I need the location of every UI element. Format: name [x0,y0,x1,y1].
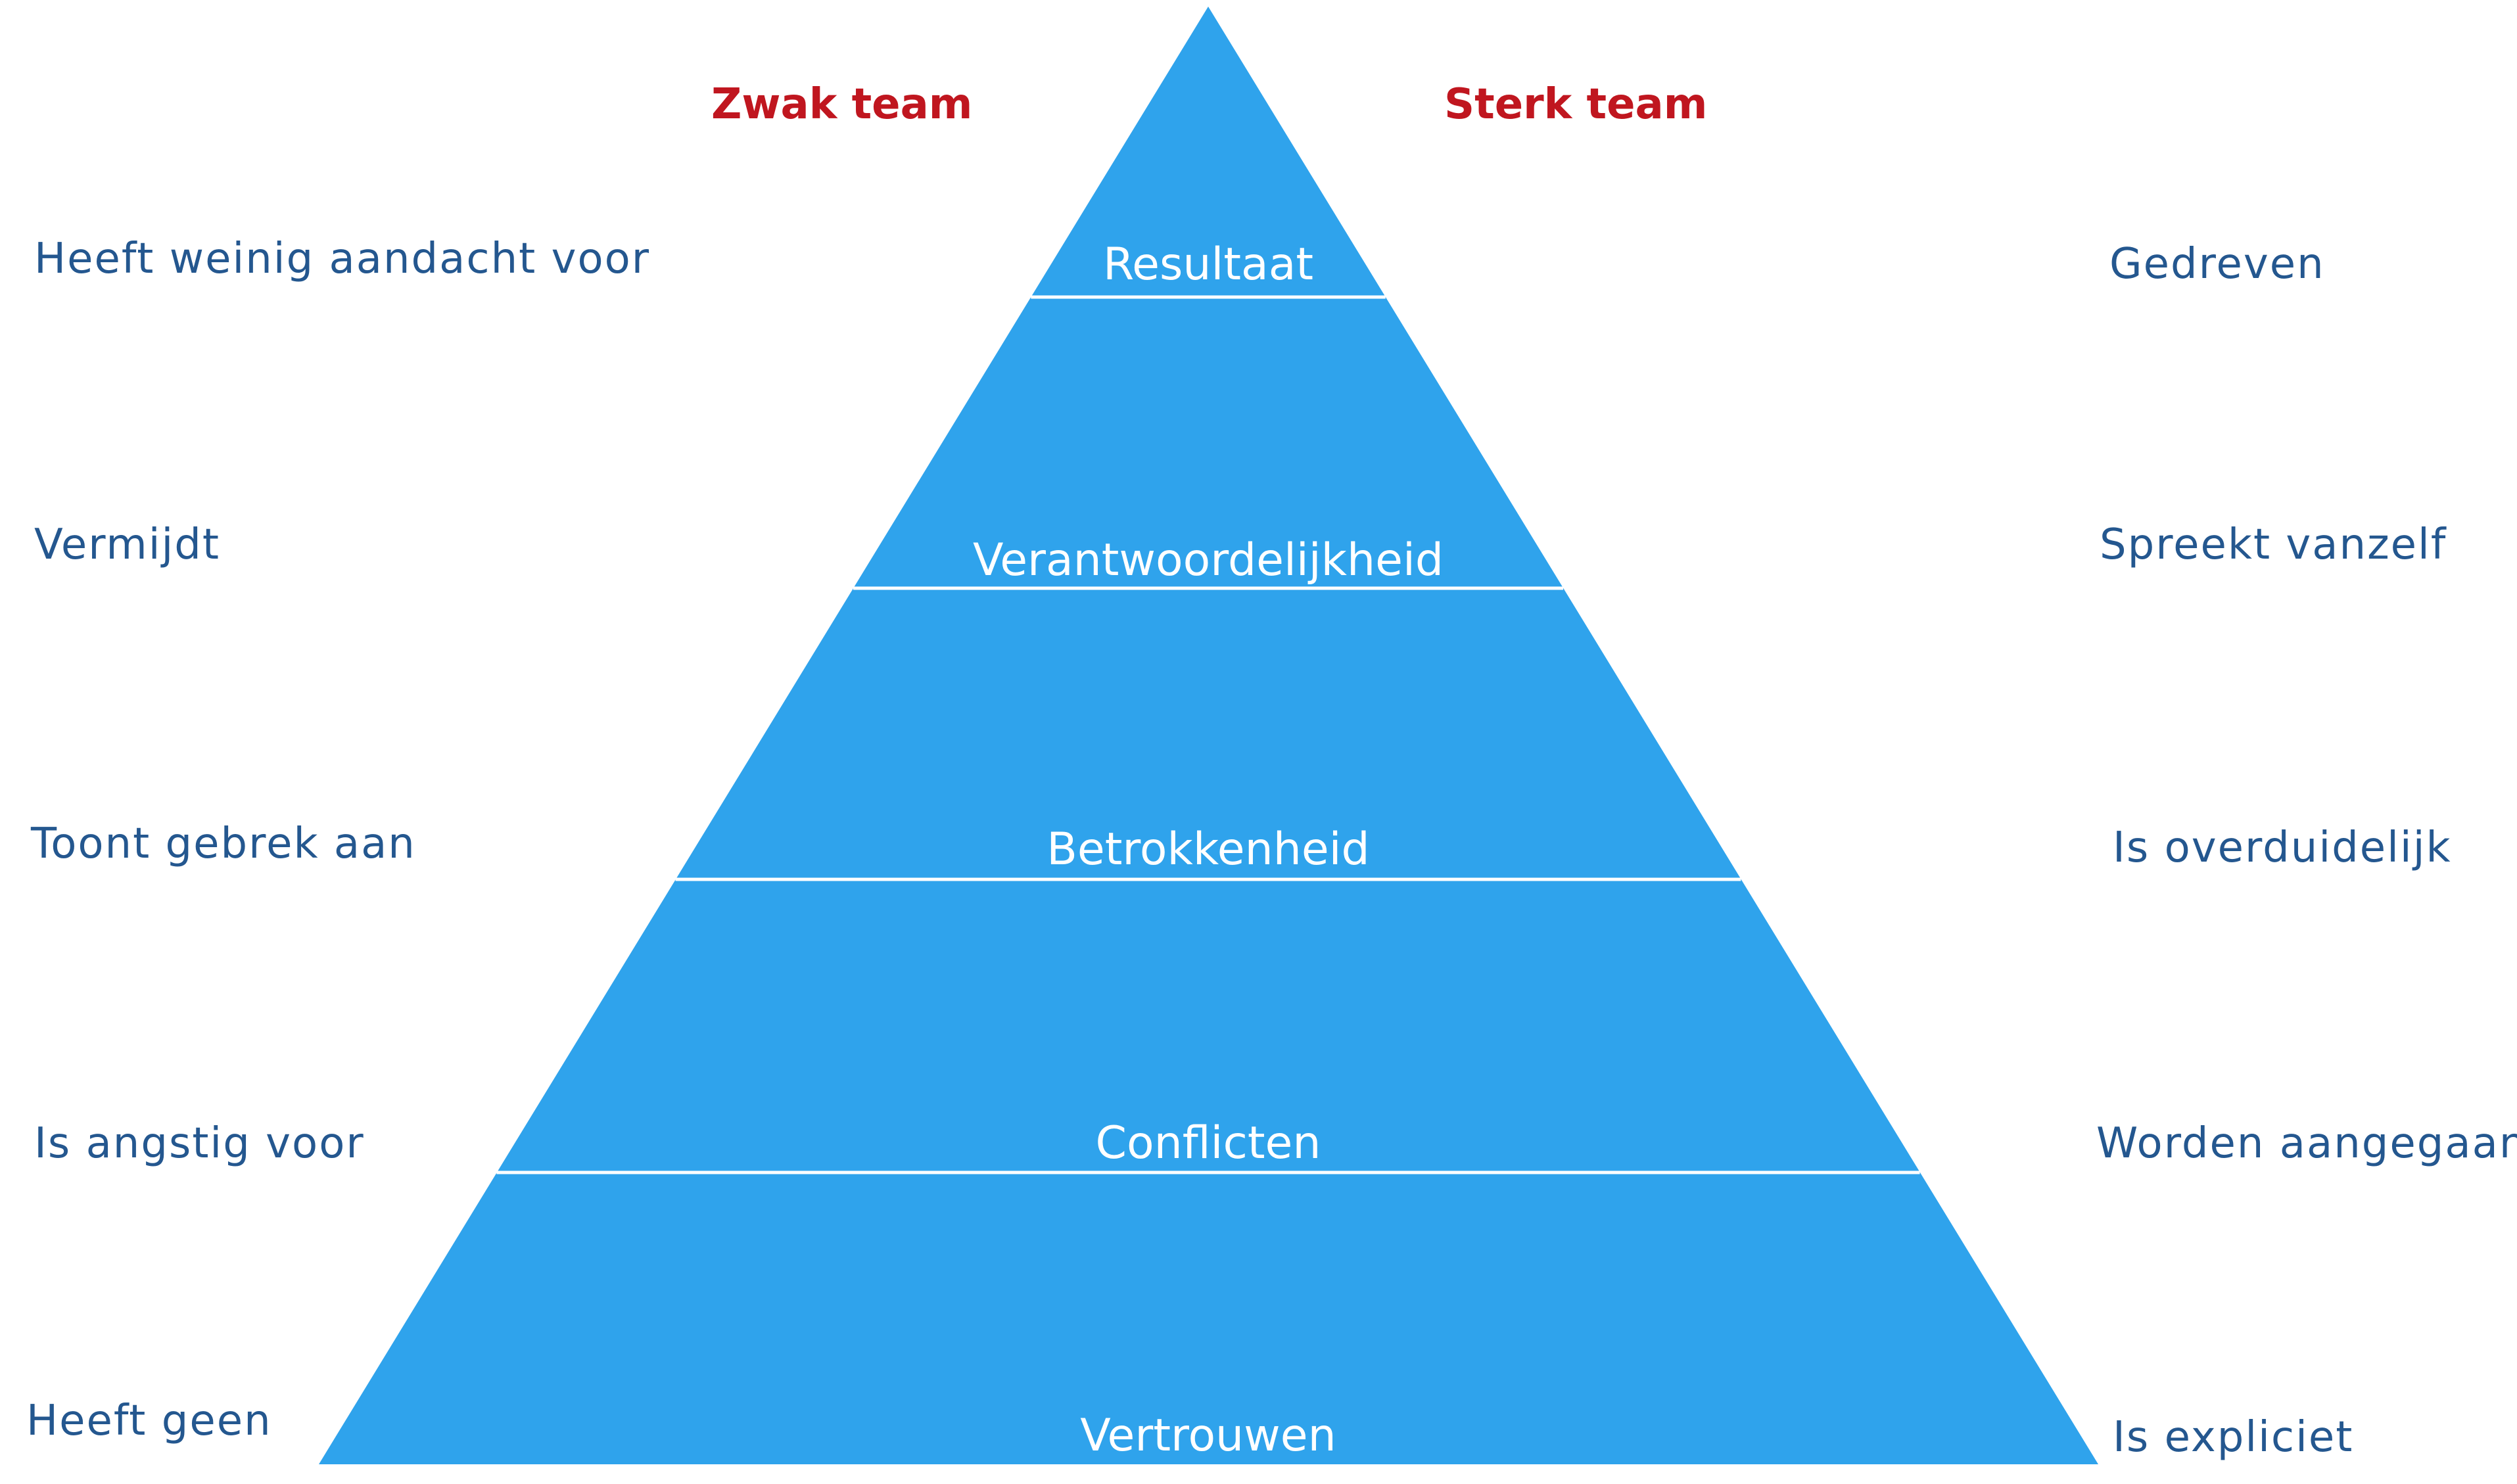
weak-team-header: Zwak team [711,80,973,129]
pyramid-level-label: Vertrouwen [1080,1410,1336,1462]
strong-team-header: Sterk team [1444,80,1708,129]
pyramid-dividers [496,295,1920,1174]
pyramid-level-labels: ResultaatVerantwoordelijkheidBetrokkenhe… [973,239,1444,1462]
weak-team-description: Vermijdt [34,521,220,569]
weak-team-description: Heeft weinig aandacht voor [34,235,651,283]
strong-team-description: Worden aangegaan [2096,1119,2517,1168]
strong-team-description: Gedreven [2109,240,2325,289]
weak-team-description: Toont gebrek aan [31,820,416,868]
pyramid-triangle [319,7,2098,1464]
strong-team-description: Is expliciet [2113,1413,2354,1462]
pyramid-level-label: Conflicten [1096,1117,1321,1169]
pyramid-level-label: Resultaat [1103,239,1313,290]
weak-team-description: Is angstig voor [34,1119,365,1168]
pyramid-level-label: Betrokkenheid [1047,823,1369,875]
pyramid-level-label: Verantwoordelijkheid [973,534,1444,586]
strong-team-description: Spreekt vanzelf [2100,521,2447,569]
weak-team-description: Heeft geen [26,1397,272,1445]
strong-team-description: Is overduidelijk [2113,823,2452,872]
